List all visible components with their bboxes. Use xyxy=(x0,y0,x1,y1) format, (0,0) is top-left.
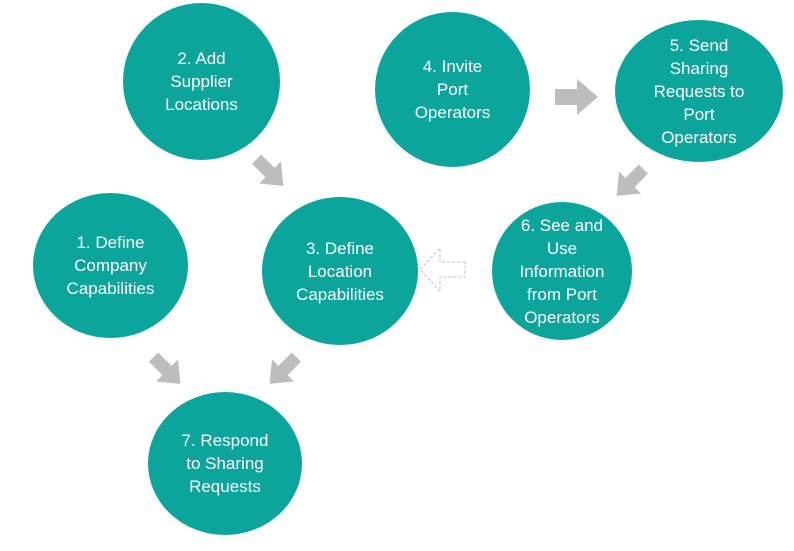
arrow-down-right-icon xyxy=(251,154,284,186)
arrow-down-left-icon xyxy=(616,164,649,196)
flow-node-respond-sharing-requests: 7. Respond to Sharing Requests xyxy=(148,392,302,535)
flow-node-define-company-capabilities: 1. Define Company Capabilities xyxy=(33,193,188,338)
flow-node-label: 6. See and Use Information from Port Ope… xyxy=(519,215,605,327)
flow-node-label: 7. Respond to Sharing Requests xyxy=(181,431,269,496)
flow-node-define-location-capabilities: 3. Define Location Capabilities xyxy=(262,197,418,345)
flow-node-see-use-information: 6. See and Use Information from Port Ope… xyxy=(492,202,632,340)
flow-node-label: 5. Send Sharing Requests to Port Operato… xyxy=(653,35,745,147)
arrow-right-icon xyxy=(555,79,598,115)
flow-node-invite-port-operators: 4. Invite Port Operators xyxy=(375,12,530,167)
flow-node-label: 1. Define Company Capabilities xyxy=(66,233,155,298)
arrow-down-left-icon xyxy=(269,352,302,384)
arrow-down-right-icon xyxy=(148,352,181,384)
flow-node-label: 2. Add Supplier Locations xyxy=(165,49,238,114)
flow-node-add-supplier-locations: 2. Add Supplier Locations xyxy=(123,3,280,160)
arrow-left-dashed-icon xyxy=(419,247,466,292)
flow-node-label: 3. Define Location Capabilities xyxy=(296,238,384,304)
flow-node-label: 4. Invite Port Operators xyxy=(414,57,491,122)
flow-node-send-sharing-requests: 5. Send Sharing Requests to Port Operato… xyxy=(615,20,783,162)
